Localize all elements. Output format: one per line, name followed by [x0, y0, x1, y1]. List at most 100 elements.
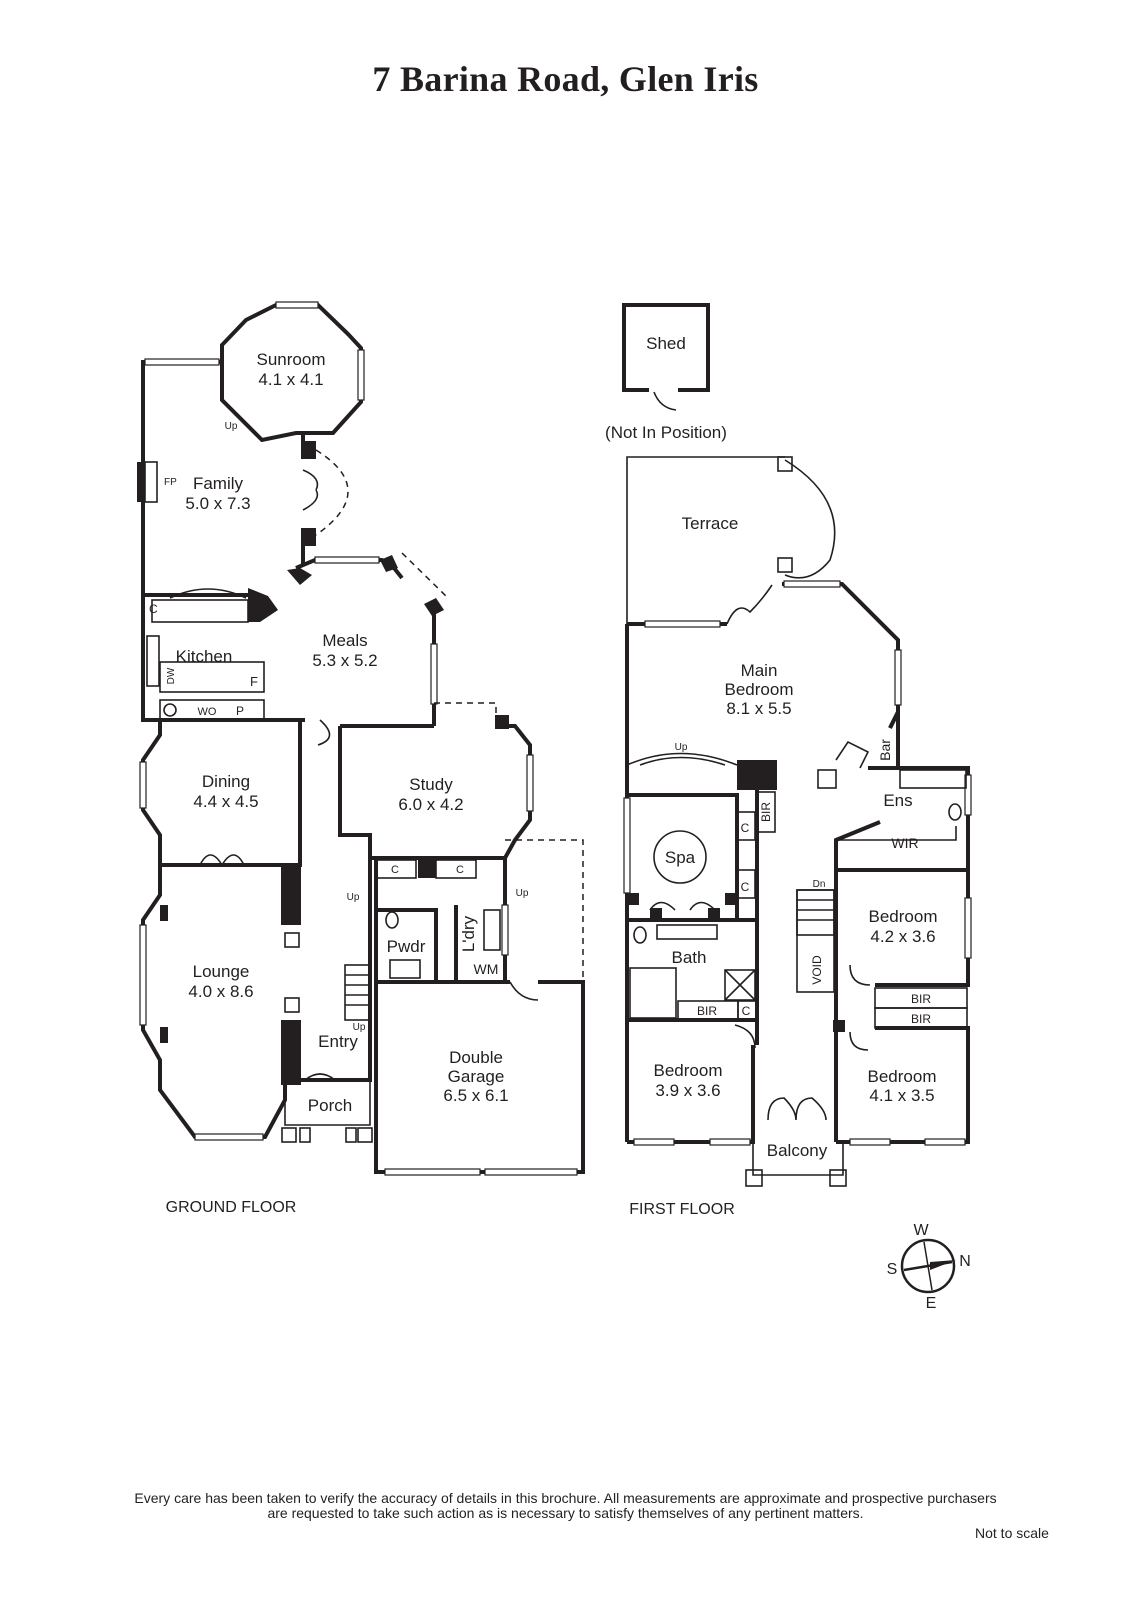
window	[644, 620, 721, 628]
window	[357, 349, 365, 401]
compass: W S N E	[887, 1222, 971, 1312]
window	[964, 774, 972, 816]
compass-s: S	[887, 1261, 898, 1278]
chimney	[281, 865, 301, 925]
window	[139, 761, 147, 809]
sunroom-walls	[220, 303, 363, 443]
up-label: Up	[675, 742, 688, 753]
up-label: Up	[225, 421, 238, 432]
family-size: 5.0 x 7.3	[185, 494, 250, 513]
bir-label: BIR	[911, 992, 931, 1006]
disclaimer: Every care has been taken to verify the …	[0, 1491, 1131, 1521]
shed-name: Shed	[646, 334, 686, 353]
room-labels: Sunroom 4.1 x 4.1 Family 5.0 x 7.3 Kitch…	[149, 334, 937, 1218]
shed-walls	[622, 303, 710, 392]
compass-needle	[930, 1260, 956, 1270]
sunroom-size: 4.1 x 4.1	[258, 370, 323, 389]
c-label: C	[391, 864, 399, 876]
spa-tub	[653, 830, 707, 884]
up-label: Up	[516, 888, 529, 899]
ens-name: Ens	[883, 791, 912, 810]
window	[924, 1138, 966, 1146]
dw-label: DW	[166, 667, 177, 684]
dining-size: 4.4 x 4.5	[193, 792, 258, 811]
window	[633, 1138, 675, 1146]
f-label: F	[250, 674, 258, 689]
garage-name: Double	[449, 1048, 503, 1067]
window	[314, 556, 380, 564]
laundry-name: L'dry	[459, 915, 478, 952]
window	[709, 1138, 751, 1146]
c-label: C	[741, 880, 750, 894]
up-label: Up	[353, 1022, 366, 1033]
first-floor-plan	[622, 303, 972, 1187]
shower	[724, 969, 756, 1001]
window	[849, 1138, 891, 1146]
bedroom-c-name: Bedroom	[868, 1067, 937, 1086]
shed-note: (Not In Position)	[605, 423, 727, 442]
window	[194, 1133, 264, 1141]
p-label: P	[236, 704, 244, 718]
window	[783, 580, 841, 588]
c-label: C	[741, 821, 750, 835]
porch-outline	[284, 1080, 371, 1126]
compass-n: N	[959, 1253, 971, 1270]
balcony-name: Balcony	[767, 1141, 828, 1160]
sunroom-name: Sunroom	[257, 350, 326, 369]
chimney	[737, 760, 777, 790]
garage-name-2: Garage	[448, 1067, 505, 1086]
not-to-scale-note: Not to scale	[975, 1525, 1049, 1541]
pillar	[301, 441, 316, 459]
meals-size: 5.3 x 5.2	[312, 651, 377, 670]
study-size: 6.0 x 4.2	[398, 795, 463, 814]
lounge-size: 4.0 x 8.6	[188, 982, 253, 1001]
bar-label: Bar	[877, 739, 893, 761]
bedroom-b-name: Bedroom	[654, 1061, 723, 1080]
garage-size: 6.5 x 6.1	[443, 1086, 508, 1105]
study-walls	[338, 726, 505, 860]
ens-walls	[834, 766, 970, 872]
bathtub	[629, 967, 677, 1019]
main-bedroom-name: Main	[741, 661, 778, 680]
fireplace	[137, 462, 145, 502]
dining-walls	[141, 720, 302, 867]
window	[894, 649, 902, 706]
lounge-walls	[141, 865, 287, 1139]
window	[623, 797, 631, 894]
bir-label: BIR	[759, 802, 773, 822]
pwdr-name: Pwdr	[387, 937, 426, 956]
compass-w: W	[913, 1222, 929, 1239]
stairs	[796, 889, 835, 936]
kitchen-name: Kitchen	[176, 647, 233, 666]
window	[964, 897, 972, 959]
disclaimer-line-1: Every care has been taken to verify the …	[134, 1490, 997, 1506]
terrace-outline	[626, 456, 785, 624]
window	[275, 301, 319, 309]
family-name: Family	[193, 474, 244, 493]
study-name: Study	[409, 775, 453, 794]
c-label: C	[742, 1004, 751, 1018]
c-label: C	[149, 602, 158, 616]
first-floor-label: FIRST FLOOR	[629, 1201, 735, 1218]
spa-name: Spa	[665, 848, 696, 867]
terrace-name: Terrace	[682, 514, 739, 533]
bedroom-a-name: Bedroom	[869, 907, 938, 926]
ground-floor-label: GROUND FLOOR	[166, 1199, 297, 1216]
garage-door	[384, 1168, 481, 1176]
window	[139, 924, 147, 1026]
wo-label: WO	[198, 706, 217, 718]
dining-name: Dining	[202, 772, 250, 791]
compass-e: E	[926, 1295, 937, 1312]
chimney	[281, 1020, 301, 1085]
door-swing	[315, 449, 349, 536]
stairs	[344, 964, 371, 1021]
wir-name: WIR	[891, 835, 918, 851]
dn-label: Dn	[813, 879, 826, 890]
disclaimer-line-2: are requested to take such action as is …	[267, 1505, 864, 1521]
bath-walls	[627, 918, 759, 1022]
compass-ring	[900, 1238, 956, 1294]
porch-name: Porch	[308, 1096, 352, 1115]
window	[144, 358, 220, 366]
bedroom-a-size: 4.2 x 3.6	[870, 927, 935, 946]
